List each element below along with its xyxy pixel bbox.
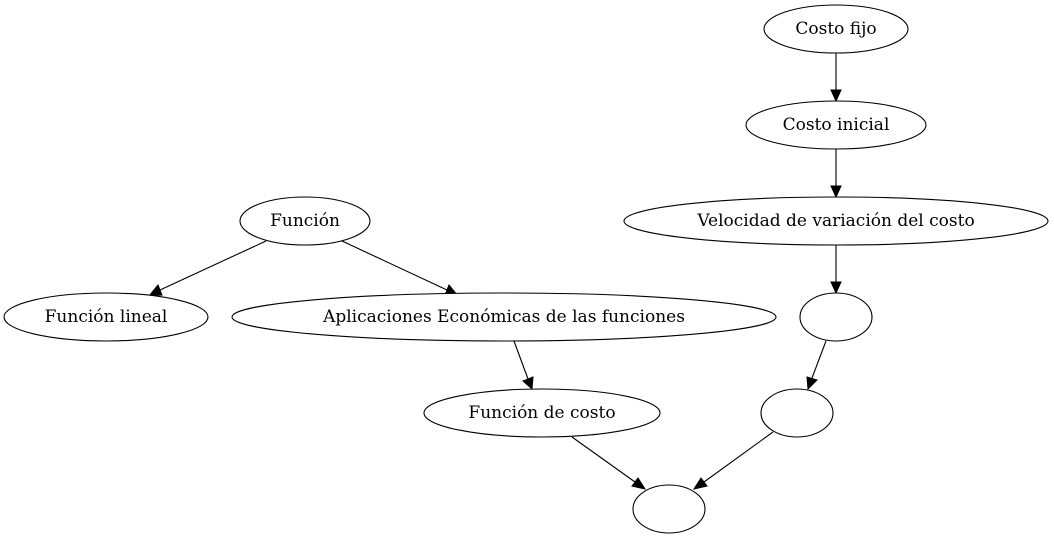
node-blank-2 [760,388,834,438]
node-label: Costo inicial [783,115,890,135]
node-costo-inicial: Costo inicial [745,100,927,150]
edge-velocidad-to-blank-1 [830,245,842,295]
node-costo-fijo: Costo fijo [763,4,909,54]
node-label: Función [270,211,340,231]
node-aplicaciones: Aplicaciones Económicas de las funciones [231,292,777,342]
edge-costo-inicial-to-velocidad [830,149,842,199]
nodes: Costo fijo Costo inicial Velocidad de va… [3,4,1049,534]
edge-funcion-to-funcion-lineal [147,240,267,297]
edge-funcion-to-aplicaciones [341,240,460,297]
node-label: Aplicaciones Económicas de las funciones [322,307,685,327]
node-funcion: Función [239,196,371,246]
node-label: Función lineal [45,307,168,327]
edge-aplicaciones-to-funcion-costo [513,340,534,391]
node-label: Velocidad de variación del costo [696,211,974,231]
edge-funcion-costo-to-blank-3 [571,436,647,490]
node-funcion-lineal: Función lineal [3,292,209,342]
edge-blank-2-to-blank-3 [692,431,774,490]
node-velocidad: Velocidad de variación del costo [623,196,1049,246]
node-label: Costo fijo [795,19,876,39]
edges [147,53,842,490]
node-funcion-costo: Función de costo [423,388,661,438]
node-blank-3 [632,484,706,534]
edge-blank-1-to-blank-2 [806,340,827,391]
edge-costo-fijo-to-costo-inicial [830,53,842,103]
node-label: Función de costo [468,403,615,423]
node-blank-1 [799,292,873,342]
